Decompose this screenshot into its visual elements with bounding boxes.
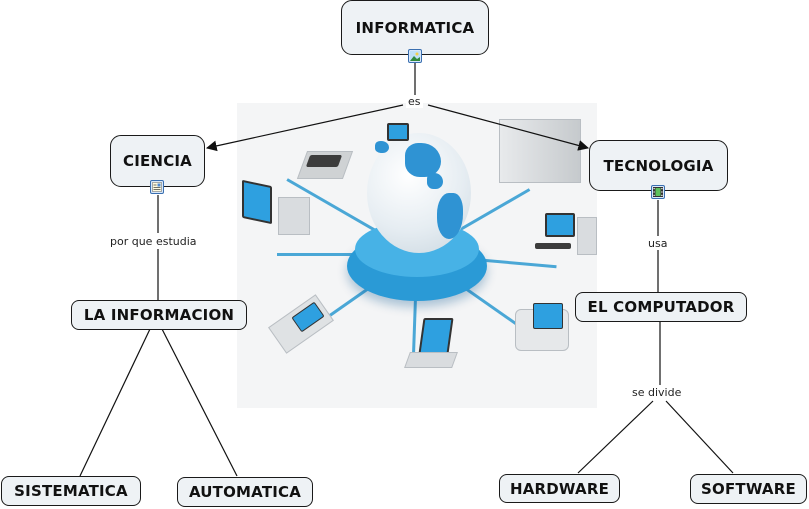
node-software-label: SOFTWARE <box>701 480 796 498</box>
node-la-informacion[interactable]: LA INFORMACION <box>71 300 247 330</box>
node-la-informacion-label: LA INFORMACION <box>83 306 235 324</box>
node-el-computador[interactable]: EL COMPUTADOR <box>575 292 747 322</box>
node-automatica[interactable]: AUTOMATICA <box>177 477 313 507</box>
node-software[interactable]: SOFTWARE <box>690 474 807 504</box>
node-tecnologia-label: TECNOLOGIA <box>603 156 714 175</box>
link-label-es: es <box>406 95 423 108</box>
link-label-por-que-estudia: por que estudia <box>108 235 199 248</box>
node-informatica-label: INFORMATICA <box>355 18 475 37</box>
link-label-usa: usa <box>646 237 670 250</box>
node-hardware[interactable]: HARDWARE <box>499 474 620 503</box>
node-tecnologia[interactable]: TECNOLOGIA <box>589 140 728 191</box>
node-el-computador-label: EL COMPUTADOR <box>587 298 735 316</box>
image-icon[interactable] <box>408 49 422 63</box>
node-hardware-label: HARDWARE <box>509 479 610 498</box>
node-ciencia-label: CIENCIA <box>123 152 192 170</box>
node-sistematica[interactable]: SISTEMATICA <box>1 476 141 506</box>
node-automatica-label: AUTOMATICA <box>188 483 302 501</box>
node-sistematica-label: SISTEMATICA <box>14 482 128 500</box>
node-informatica[interactable]: INFORMATICA <box>341 0 489 55</box>
link-label-se-divide: se divide <box>630 386 684 399</box>
document-icon[interactable] <box>150 180 164 194</box>
node-ciencia[interactable]: CIENCIA <box>110 135 205 187</box>
film-icon[interactable] <box>651 185 665 199</box>
network-globe-illustration <box>237 103 597 408</box>
globe-icon <box>367 133 471 253</box>
